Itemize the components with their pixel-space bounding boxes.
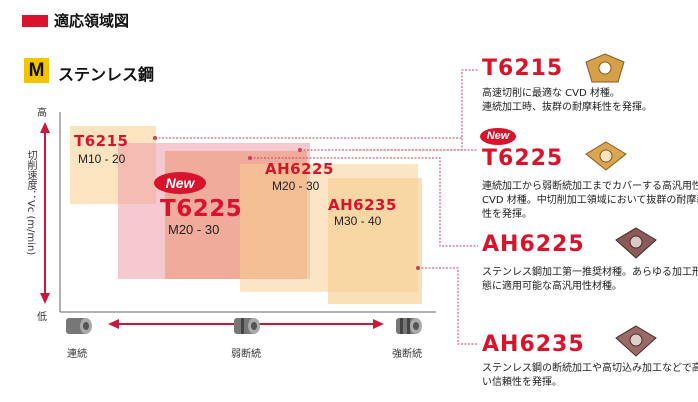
grade-ah6225-name: AH6225 [482,232,585,257]
insert-t6215-icon [585,53,625,83]
grade-t6215-desc: 高速切削に最適な CVD 材種。 連続加工時、抜群の耐摩耗性を発揮。 [482,88,652,113]
grade-t6215-name: T6215 [482,56,564,81]
x-arrow-head-right [373,319,384,329]
x-label-continuous: 連続 [67,349,87,360]
grade-ah6235-desc: ステンレス鋼の断続加工や高切込み加工などで高い信頼性を発揮。 [482,363,698,388]
x-arrow-head-left [108,319,119,329]
chart-ah6235-range: M30 - 40 [334,214,382,228]
workpiece-heavy-interrupted-icon [396,318,422,334]
insert-ah6225-icon [615,227,657,259]
region-ah6235 [328,178,422,304]
y-arrow-head-down [40,293,50,304]
grade-ah6235-name: AH6235 [482,332,585,357]
grade-t6225-desc: 連続加工から弱断続加工までカバーする高汎用性 CVD 材種。中切削加工領域におい… [482,181,698,220]
material-badge: M [24,58,49,83]
chart-ah6225-range: M20 - 30 [272,179,320,193]
chart-t6225-name: T6225 [160,196,243,222]
workpiece-light-interrupted-icon [234,318,260,334]
grade-ah6225-desc: ステンレス鋼加工第一推奨材種。あらゆる加工形態に適用可能な高汎用性材種。 [482,267,698,292]
chart-t6215-name: T6215 [74,132,129,150]
y-axis-label: 切削速度：Vc (m/min) [25,150,36,256]
grade-t6225-name: T6225 [482,146,564,171]
y-low-label: 低 [37,312,47,323]
insert-ah6235-icon [615,325,657,357]
chart-t6215-range: M10 - 20 [78,152,126,166]
y-arrow-head-up [40,122,50,133]
chart-t6225-new-badge: New [154,172,206,194]
insert-t6225-icon [585,141,627,171]
chart-ah6235-name: AH6235 [328,196,397,214]
y-high-label: 高 [37,108,47,119]
page-title: 適応領域図 [54,12,130,30]
x-label-heavy-interrupted: 強断続 [392,349,422,360]
chart-ah6225-name: AH6225 [265,160,334,178]
chart-t6225-range: M20 - 30 [168,222,220,237]
x-label-light-interrupted: 弱断続 [231,349,261,360]
workpiece-continuous-icon [66,318,92,334]
material-label: ステンレス鋼 [58,65,155,84]
title-marker [22,15,48,27]
grade-t6225-new-badge: New [480,128,516,145]
